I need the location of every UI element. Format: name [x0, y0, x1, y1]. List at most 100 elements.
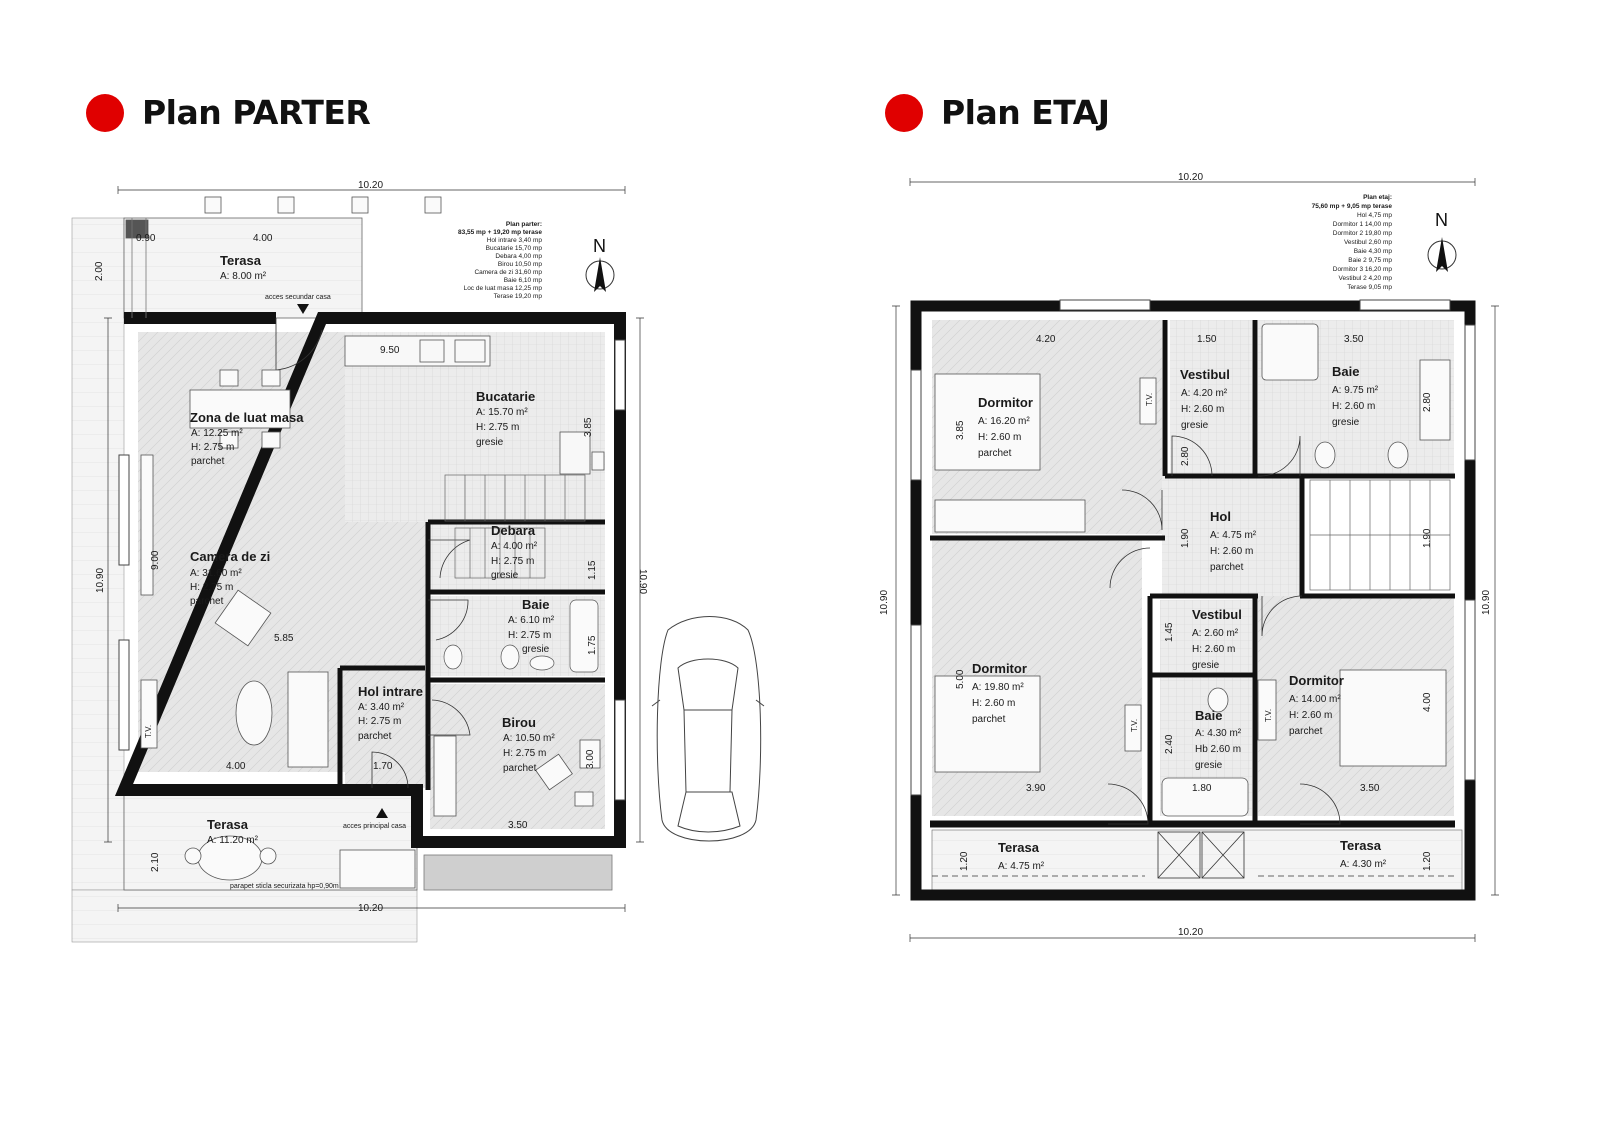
svg-text:9.00: 9.00 [150, 550, 161, 570]
hol-intrare-floor [345, 668, 425, 788]
svg-text:Bucatarie: Bucatarie [476, 389, 535, 404]
svg-text:Zona de luat masa: Zona de luat masa [190, 410, 304, 425]
svg-text:Vestibul: Vestibul [1180, 367, 1230, 382]
svg-text:1.45: 1.45 [1164, 622, 1175, 642]
note-acces-secundar: acces secundar casa [265, 294, 331, 301]
parter-summary-line: Terase 19,20 mp [494, 293, 543, 300]
etaj-summary-line: Dormitor 3 16,20 mp [1333, 266, 1393, 273]
svg-text:gresie: gresie [1192, 660, 1220, 671]
svg-text:4.00: 4.00 [253, 233, 273, 244]
parter-summary-line: Debara 4,00 mp [495, 253, 542, 260]
office-furniture [433, 735, 601, 817]
room-baie-parter: Baie A: 6.10 m² H: 2.75 m gresie [508, 597, 555, 655]
parter-summary-line: 83,55 mp + 19,20 mp terase [458, 229, 542, 236]
svg-text:gresie: gresie [476, 437, 504, 448]
room-vestibul1: Vestibul A: 4.20 m² H: 2.60 m gresie [1180, 367, 1230, 431]
vestibul1-floor [1170, 320, 1252, 476]
parter-dimension-lines [104, 186, 644, 912]
svg-text:A: 14.00 m²: A: 14.00 m² [1289, 694, 1341, 705]
svg-text:2.10: 2.10 [150, 852, 161, 872]
plan-parter-heading: Plan PARTER [142, 93, 371, 132]
planter-hedge [423, 854, 613, 891]
svg-text:4.00: 4.00 [226, 761, 246, 772]
terrace-furniture [125, 196, 442, 889]
room-terasa-sus: Terasa A: 8.00 m² [220, 253, 267, 282]
room-baie1: Baie A: 9.75 m² H: 2.60 m gresie [1332, 364, 1379, 428]
svg-text:Birou: Birou [502, 715, 536, 730]
svg-text:Hol intrare: Hol intrare [358, 684, 423, 699]
svg-text:Camera de zi: Camera de zi [190, 549, 270, 564]
svg-text:5.85: 5.85 [274, 633, 294, 644]
svg-text:A: 16.20 m²: A: 16.20 m² [978, 416, 1030, 427]
etaj-terrace-voids [932, 831, 1455, 879]
svg-text:3.90: 3.90 [1026, 783, 1046, 794]
etaj-stairs [1309, 479, 1451, 591]
svg-text:Vestibul: Vestibul [1192, 607, 1242, 622]
svg-text:H: 2.75 m: H: 2.75 m [190, 582, 233, 593]
svg-text:Debara: Debara [491, 523, 536, 538]
parter-summary-line: Baie 6,10 mp [504, 277, 543, 284]
svg-text:Baie: Baie [522, 597, 549, 612]
svg-text:H: 2.60 m: H: 2.60 m [1181, 404, 1224, 415]
svg-text:4.20: 4.20 [1036, 334, 1056, 345]
svg-text:H: 2.75 m: H: 2.75 m [491, 556, 534, 567]
svg-text:parchet: parchet [972, 714, 1006, 725]
svg-text:2.40: 2.40 [1164, 734, 1175, 754]
plan-etaj-title: Plan ETAJ [885, 93, 1110, 132]
plan-etaj: T.V. T.V. T.V. N Plan etaj: 75,60 mp + 9… [879, 172, 1499, 942]
svg-text:2.80: 2.80 [1180, 446, 1191, 466]
svg-text:2.00: 2.00 [94, 261, 105, 281]
plan-etaj-heading: Plan ETAJ [941, 93, 1110, 132]
parter-summary-line: Plan parter: [506, 221, 542, 228]
svg-text:A: 12.25 m²: A: 12.25 m² [191, 428, 243, 439]
svg-text:1.75: 1.75 [587, 635, 598, 655]
svg-text:parchet: parchet [1210, 562, 1244, 573]
svg-text:1.90: 1.90 [1422, 528, 1433, 548]
svg-text:A: 4.00 m²: A: 4.00 m² [491, 541, 538, 552]
etaj-summary-line: Hol 4,75 mp [1357, 212, 1392, 219]
red-dot-icon [885, 93, 923, 132]
etaj-summary-line: Dormitor 2 19,80 mp [1333, 230, 1393, 237]
svg-text:3.85: 3.85 [955, 420, 966, 440]
room-vestibul2: Vestibul A: 2.60 m² H: 2.60 m gresie [1192, 607, 1242, 671]
svg-text:1.70: 1.70 [373, 761, 393, 772]
svg-text:gresie: gresie [1195, 760, 1223, 771]
room-terasa-etaj-1: Terasa A: 4.75 m² [998, 840, 1045, 872]
svg-text:Terasa: Terasa [207, 817, 249, 832]
room-baie2: Baie A: 4.30 m² Hb 2.60 m gresie [1195, 708, 1242, 771]
etaj-summary-line: Plan etaj: [1363, 194, 1392, 201]
etaj-summary-line: Terase 9,05 mp [1347, 284, 1392, 291]
parter-exterior-wall [114, 312, 626, 848]
svg-text:A: 10.50 m²: A: 10.50 m² [503, 733, 555, 744]
etaj-summary-line: Baie 2 9,75 mp [1348, 257, 1392, 264]
svg-text:H: 2.60 m: H: 2.60 m [1332, 401, 1375, 412]
svg-text:3.50: 3.50 [1360, 783, 1380, 794]
parter-summary-line: Birou 10,50 mp [498, 261, 542, 268]
dining-table [189, 369, 291, 449]
svg-text:Terasa: Terasa [220, 253, 262, 268]
svg-text:Dormitor: Dormitor [1289, 673, 1344, 688]
north-label-etaj: N [1435, 210, 1448, 230]
svg-text:parchet: parchet [503, 763, 537, 774]
parter-stairs [444, 474, 586, 579]
svg-text:2.80: 2.80 [1422, 392, 1433, 412]
room-debara: Debara A: 4.00 m² H: 2.75 m gresie [491, 523, 538, 581]
svg-text:H: 2.60 m: H: 2.60 m [972, 698, 1015, 709]
svg-text:A: 4.75 m²: A: 4.75 m² [1210, 530, 1257, 541]
svg-text:H: 2.60 m: H: 2.60 m [1210, 546, 1253, 557]
svg-text:A: 19.80 m²: A: 19.80 m² [972, 682, 1024, 693]
room-camera-zi: Camera de zi A: 31.60 m² H: 2.75 m parch… [190, 549, 270, 607]
svg-text:parchet: parchet [978, 448, 1012, 459]
room-hol-etaj: Hol A: 4.75 m² H: 2.60 m parchet [1210, 509, 1257, 573]
svg-text:A: 9.75 m²: A: 9.75 m² [1332, 385, 1379, 396]
svg-text:10.20: 10.20 [1178, 927, 1203, 938]
svg-text:H: 2.60 m: H: 2.60 m [1192, 644, 1235, 655]
room-dormitor3: Dormitor A: 14.00 m² H: 2.60 m parchet [1289, 673, 1344, 737]
svg-text:A: 4.30 m²: A: 4.30 m² [1195, 728, 1242, 739]
room-terasa-etaj-2: Terasa A: 4.30 m² [1340, 838, 1387, 870]
vestibul2-floor [1160, 600, 1252, 672]
svg-text:Hb 2.60 m: Hb 2.60 m [1195, 744, 1241, 755]
note-parapet: parapet sticla securizata hp=0,90m [230, 883, 339, 890]
svg-text:A: 11.20 m²: A: 11.20 m² [207, 835, 259, 846]
room-bucatarie: Bucatarie A: 15.70 m² H: 2.75 m gresie [476, 389, 535, 448]
